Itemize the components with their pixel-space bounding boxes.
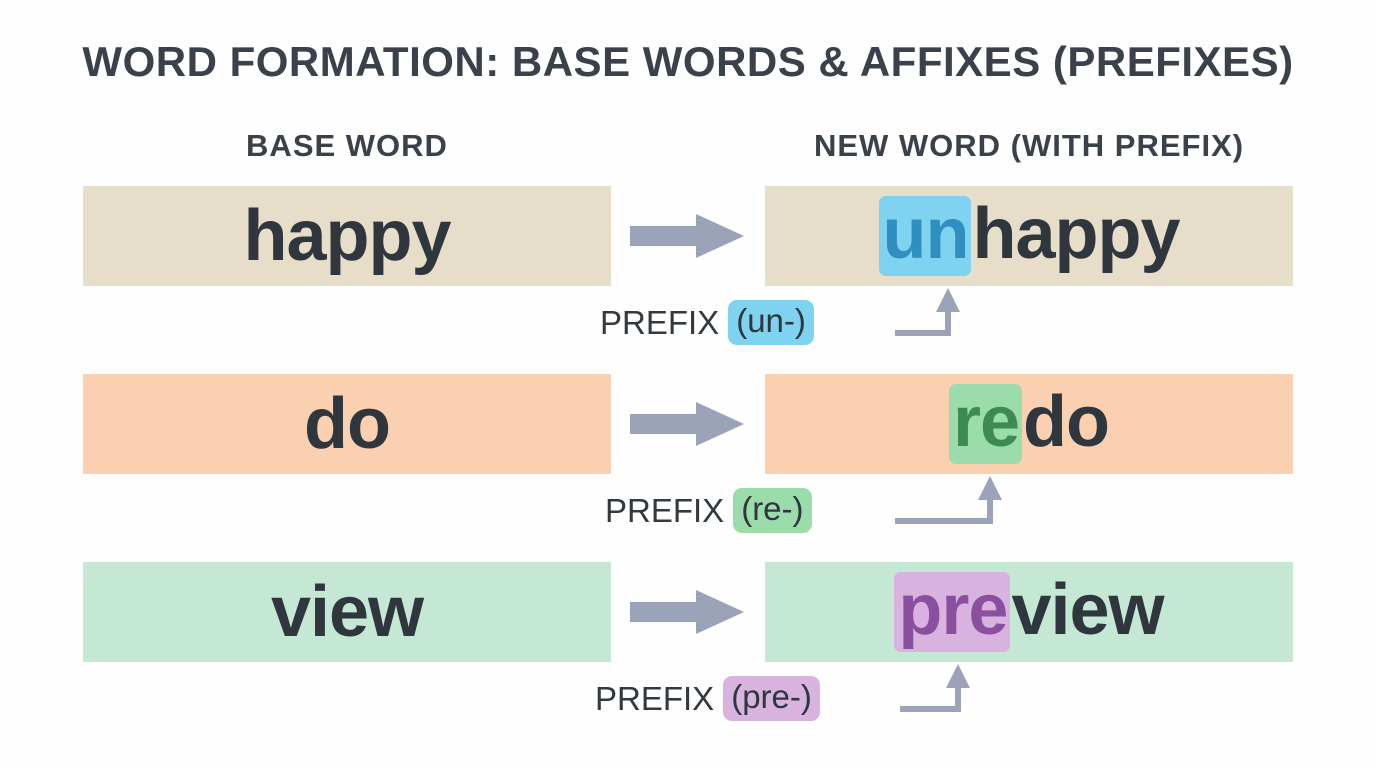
prefix-highlight: pre bbox=[894, 572, 1011, 652]
prefix-chip: (re-) bbox=[733, 488, 812, 533]
prefix-highlight: un bbox=[878, 196, 972, 276]
transform-arrow-icon bbox=[630, 402, 744, 446]
base-word-text: do bbox=[304, 384, 391, 464]
connector-arrow-icon bbox=[895, 476, 1002, 524]
prefix-annotation-label: PREFIX (re-) bbox=[605, 488, 812, 533]
transform-arrow-icon bbox=[630, 214, 744, 258]
column-header-base-word: BASE WORD bbox=[246, 128, 448, 163]
base-word-text: view bbox=[270, 572, 424, 652]
new-word-text: unhappy bbox=[878, 194, 1181, 276]
base-remainder: view bbox=[1011, 570, 1164, 650]
base-word-box: view bbox=[83, 562, 611, 662]
base-word-box: happy bbox=[83, 186, 611, 286]
prefix-word: PREFIX bbox=[595, 679, 715, 717]
column-header-new-word: NEW WORD (WITH PREFIX) bbox=[813, 128, 1245, 163]
new-word-box: unhappy bbox=[765, 186, 1293, 286]
base-word-box: do bbox=[83, 374, 611, 474]
prefix-annotation: PREFIX (un-) bbox=[600, 288, 1020, 366]
page-title: WORD FORMATION: BASE WORDS & AFFIXES (PR… bbox=[82, 38, 1294, 85]
prefix-chip: (pre-) bbox=[723, 676, 820, 721]
prefix-highlight: re bbox=[948, 384, 1023, 464]
base-remainder: do bbox=[1023, 382, 1110, 462]
prefix-word: PREFIX bbox=[605, 491, 725, 529]
prefix-annotation-label: PREFIX (pre-) bbox=[595, 676, 820, 721]
base-remainder: happy bbox=[972, 194, 1180, 274]
new-word-text: preview bbox=[894, 570, 1165, 652]
prefix-word: PREFIX bbox=[600, 303, 720, 341]
new-word-text: redo bbox=[948, 382, 1110, 464]
prefix-chip: (un-) bbox=[728, 300, 814, 345]
prefix-annotation: PREFIX (re-) bbox=[605, 476, 1035, 554]
connector-arrow-icon bbox=[895, 288, 960, 336]
prefix-annotation: PREFIX (pre-) bbox=[595, 664, 1015, 742]
new-word-box: redo bbox=[765, 374, 1293, 474]
base-word-text: happy bbox=[243, 196, 451, 276]
transform-arrow-icon bbox=[630, 590, 744, 634]
connector-arrow-icon bbox=[900, 664, 970, 712]
prefix-annotation-label: PREFIX (un-) bbox=[600, 300, 814, 345]
new-word-box: preview bbox=[765, 562, 1293, 662]
